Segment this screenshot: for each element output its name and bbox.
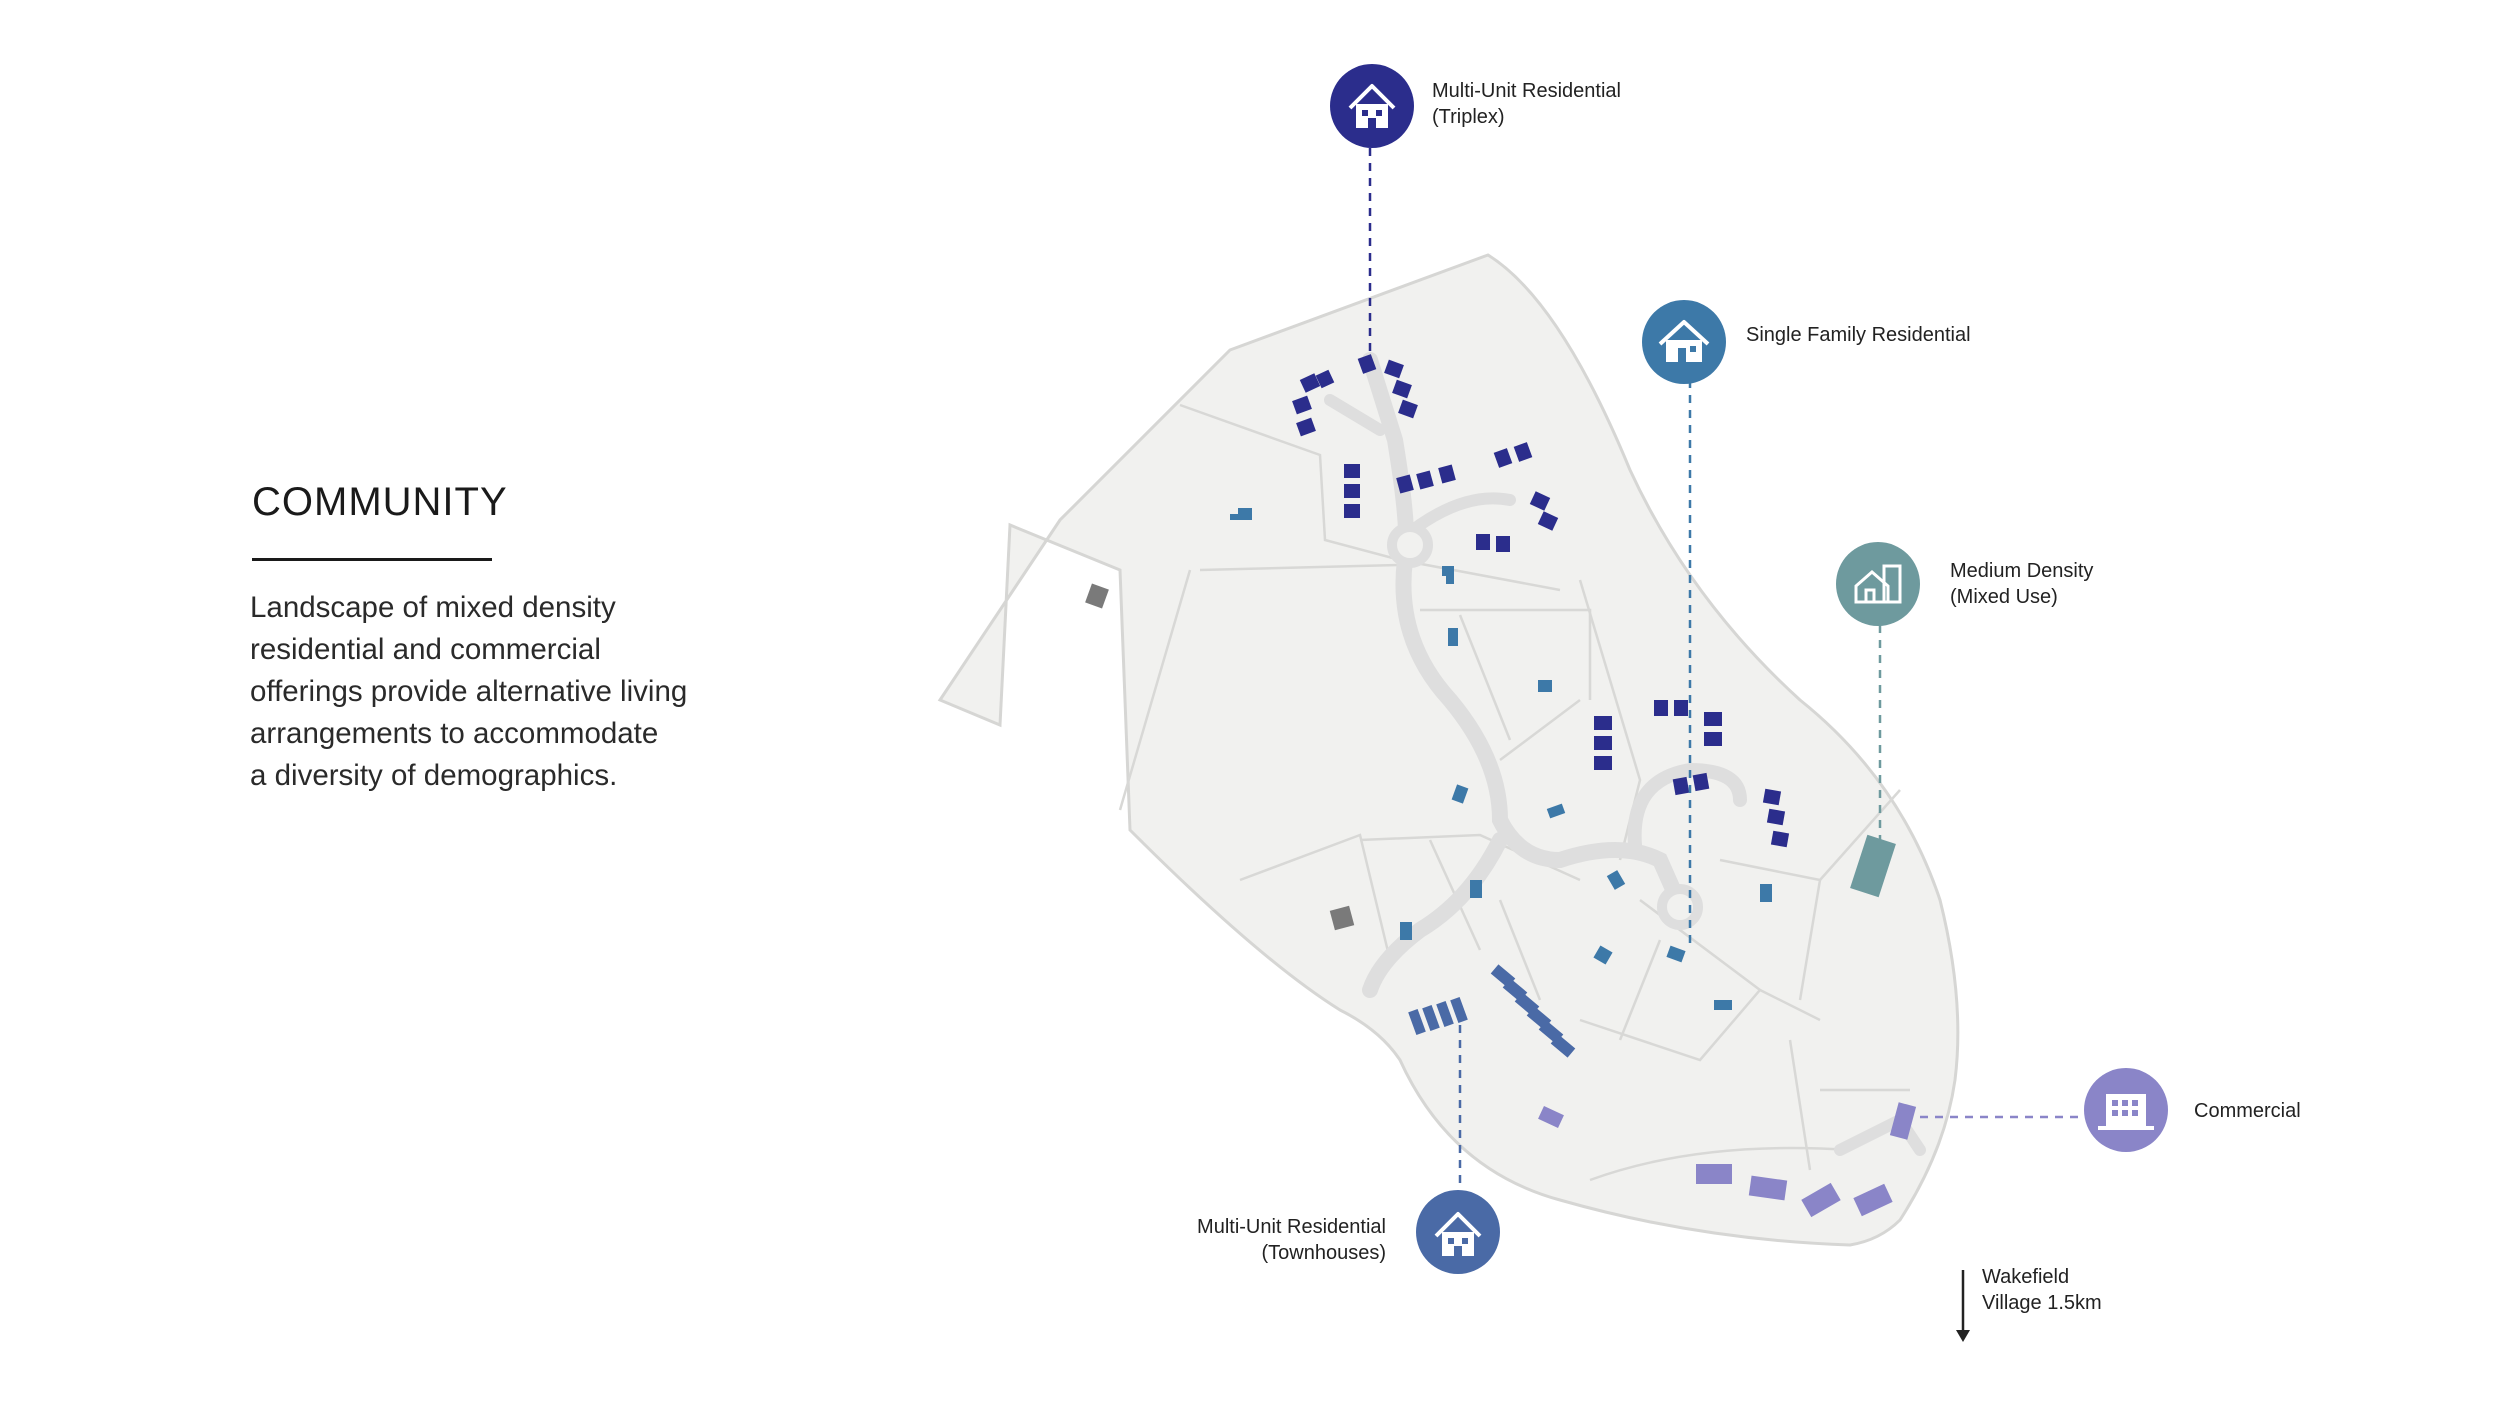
- townhouse-unit: [1450, 997, 1468, 1023]
- triplex-unit: [1537, 511, 1559, 531]
- commercial-building: [1853, 1183, 1893, 1217]
- townhouse-rows: [1408, 964, 1576, 1058]
- triplex-unit: [1296, 417, 1316, 437]
- triplex-unit: [1292, 395, 1312, 415]
- townhouse-marker: [1416, 1190, 1500, 1274]
- single-family-house: [1714, 1000, 1732, 1010]
- commercial-building: [1748, 1175, 1788, 1201]
- triplex-units: [1292, 354, 1790, 848]
- house-icon: [1434, 1212, 1482, 1256]
- triplex-unit: [1529, 491, 1551, 511]
- triplex-unit: [1398, 399, 1418, 419]
- townhouse-unit: [1550, 1034, 1576, 1058]
- triplex-unit: [1594, 756, 1612, 770]
- medium-density-marker: [1836, 542, 1920, 626]
- house-icon: [1658, 320, 1710, 362]
- single-family-house: [1230, 508, 1252, 520]
- triplex-unit: [1357, 354, 1377, 374]
- parcel-lines: [1118, 403, 1910, 1182]
- single-family-house: [1470, 880, 1482, 898]
- single-family-house: [1400, 922, 1412, 940]
- single-family-house: [1666, 945, 1686, 963]
- single-family-house: [1538, 680, 1552, 692]
- triplex-unit: [1344, 464, 1360, 478]
- triplex-label: Multi-Unit Residential (Triplex): [1432, 80, 1621, 128]
- triplex-unit: [1384, 359, 1404, 379]
- title-underline: [252, 558, 492, 561]
- commercial-building: [1889, 1102, 1917, 1140]
- triplex-unit: [1704, 732, 1722, 746]
- triplex-unit: [1493, 448, 1513, 468]
- triplex-unit: [1594, 736, 1612, 750]
- commercial-marker: [2084, 1068, 2168, 1152]
- single-family-house: [1448, 628, 1458, 646]
- triplex-unit: [1770, 830, 1790, 848]
- triplex-marker: [1330, 64, 1414, 148]
- triplex-unit: [1299, 373, 1321, 393]
- triplex-unit: [1476, 534, 1490, 550]
- triplex-unit: [1594, 716, 1612, 730]
- single-family-house: [1451, 784, 1469, 804]
- medium-density-label: Medium Density (Mixed Use): [1950, 560, 2094, 608]
- commercial-building: [1801, 1182, 1841, 1218]
- house-icon: [1348, 84, 1396, 128]
- direction-arrow-icon: [1956, 1270, 1970, 1342]
- triplex-unit: [1315, 369, 1335, 389]
- road-network: [1324, 352, 1926, 1156]
- commercial-building: [1538, 1106, 1564, 1128]
- triplex-unit: [1416, 470, 1434, 490]
- single-family-house: [1442, 566, 1454, 584]
- triplex-unit: [1762, 788, 1782, 806]
- direction-label: Wakefield Village 1.5km: [1982, 1266, 2102, 1314]
- single-family-house: [1546, 803, 1566, 819]
- outbuilding: [1085, 583, 1109, 609]
- townhouse-unit: [1408, 1009, 1426, 1035]
- outbuildings: [1085, 583, 1355, 931]
- triplex-unit: [1766, 808, 1786, 826]
- leader-lines: [1368, 148, 2095, 1190]
- triplex-unit: [1496, 536, 1510, 552]
- triplex-unit: [1392, 379, 1412, 399]
- single-family-houses: [1230, 508, 1772, 1010]
- triplex-unit: [1704, 712, 1722, 726]
- description-text: Landscape of mixed density residential a…: [250, 591, 688, 792]
- outbuilding: [1329, 905, 1355, 931]
- office-building-icon: [2098, 1094, 2154, 1130]
- single-family-house: [1593, 945, 1613, 965]
- triplex-unit: [1674, 700, 1688, 716]
- triplex-unit: [1513, 442, 1533, 462]
- single-family-label: Single Family Residential: [1746, 324, 1971, 346]
- triplex-unit: [1672, 776, 1690, 796]
- townhouse-unit: [1422, 1005, 1440, 1031]
- townhouse-unit: [1436, 1001, 1454, 1027]
- commercial-buildings: [1538, 1102, 1917, 1218]
- triplex-unit: [1396, 474, 1414, 494]
- triplex-unit: [1344, 484, 1360, 498]
- triplex-unit: [1692, 772, 1710, 792]
- commercial-label: Commercial: [2194, 1100, 2301, 1122]
- commercial-building: [1696, 1164, 1732, 1184]
- single-family-house: [1606, 870, 1626, 890]
- land-parcel: [937, 253, 1960, 1247]
- single-family-marker: [1642, 300, 1726, 384]
- triplex-unit: [1438, 464, 1456, 484]
- medium-density-building: [1850, 834, 1896, 898]
- mixed-use-building-icon: [1854, 564, 1902, 604]
- page-title: COMMUNITY: [252, 480, 508, 524]
- triplex-unit: [1344, 504, 1360, 518]
- townhouse-label: Multi-Unit Residential (Townhouses): [1197, 1216, 1386, 1264]
- triplex-unit: [1654, 700, 1668, 716]
- single-family-house: [1760, 884, 1772, 902]
